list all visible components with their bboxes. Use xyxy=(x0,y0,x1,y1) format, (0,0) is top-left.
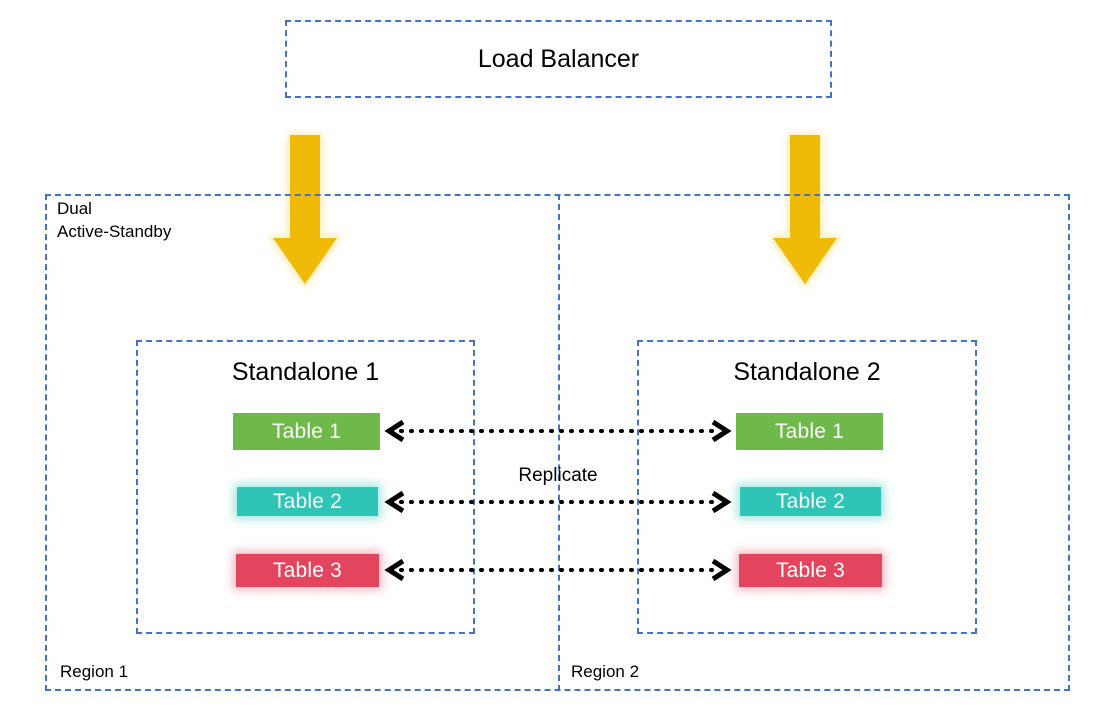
traffic-down-arrow-icon-right xyxy=(769,133,841,289)
table-chip-region2-table1[interactable]: Table 1 xyxy=(736,413,883,450)
table-chip-region1-table3[interactable]: Table 3 xyxy=(236,554,379,587)
dual-active-standby-container[interactable] xyxy=(45,194,1070,691)
table-chip-region2-table2[interactable]: Table 2 xyxy=(740,487,881,516)
standalone-1-title: Standalone 1 xyxy=(231,358,380,386)
region-2-label: Region 2 xyxy=(571,662,640,681)
replicate-label: Replicate xyxy=(518,465,598,486)
replicate-arrow-table3 xyxy=(383,558,733,582)
load-balancer-box[interactable]: Load Balancer xyxy=(285,20,832,98)
region-1-label: Region 1 xyxy=(60,662,129,681)
table-chip-region2-table3[interactable]: Table 3 xyxy=(739,554,882,587)
region-divider xyxy=(558,194,560,691)
dual-active-standby-label: Dual Active-Standby xyxy=(57,199,172,241)
table-chip-region1-table2[interactable]: Table 2 xyxy=(237,487,378,516)
replicate-arrow-table2 xyxy=(383,490,733,514)
standalone-2-box[interactable]: Standalone 2 xyxy=(637,340,977,634)
standalone-1-box[interactable]: Standalone 1 xyxy=(136,340,475,634)
traffic-down-arrow-icon-left xyxy=(269,133,341,289)
replicate-arrow-table1 xyxy=(383,419,733,443)
table-chip-region1-table1[interactable]: Table 1 xyxy=(233,413,380,450)
load-balancer-label: Load Balancer xyxy=(477,45,640,73)
standalone-2-title: Standalone 2 xyxy=(733,358,881,386)
